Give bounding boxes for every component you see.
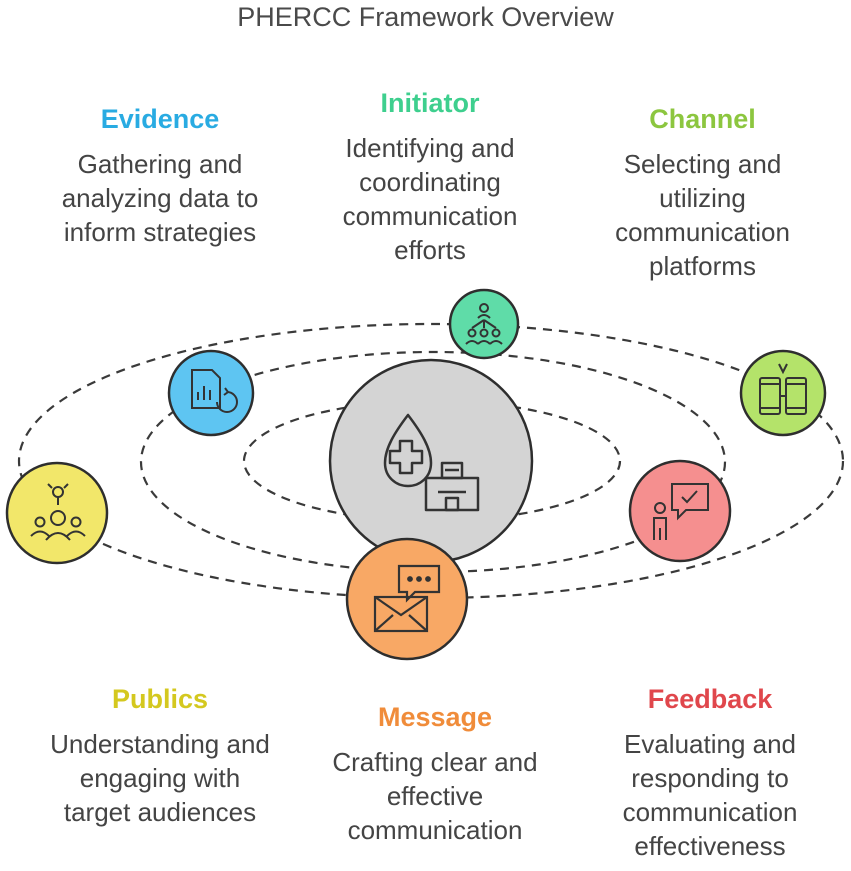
orbits (17, 322, 845, 600)
message-heading: Message (377, 702, 493, 732)
middle-orbit (139, 350, 727, 574)
initiator-desc-line: Identifying and (345, 133, 515, 163)
feedback-desc-line: effectiveness (634, 831, 786, 861)
feedback-node (628, 459, 732, 563)
center-node (328, 358, 534, 564)
publics-desc-line: Understanding and (50, 729, 270, 759)
publics-description: Understanding and engaging with target a… (30, 727, 290, 829)
message-block: Message Crafting clear and effective com… (305, 702, 565, 847)
evidence-desc-line: inform strategies (63, 217, 257, 247)
feedback-description: Evaluating and responding to communicati… (590, 727, 830, 863)
initiator-node (448, 288, 520, 360)
publics-desc-line: target audiences (63, 797, 257, 827)
envelope-chat-icon (373, 564, 441, 633)
initiator-desc-line: efforts (394, 235, 466, 265)
channel-description: Selecting and utilizing communication pl… (585, 147, 820, 283)
message-desc-line: effective (386, 781, 484, 811)
outer-orbit (17, 322, 845, 600)
message-description: Crafting clear and effective communicati… (305, 745, 565, 847)
channel-desc-line: Selecting and (623, 149, 782, 179)
diagram-title: PHERCC Framework Overview (237, 2, 614, 32)
initiator-desc-line: communication (342, 201, 518, 231)
feedback-desc-line: responding to (631, 763, 789, 793)
feedback-heading: Feedback (647, 684, 773, 714)
team-lead-icon (465, 303, 503, 345)
initiator-description: Identifying and coordinating communicati… (300, 131, 560, 267)
channel-desc-line: platforms (649, 251, 756, 281)
channel-desc-line: utilizing (659, 183, 746, 213)
message-desc-line: Crafting clear and (332, 747, 538, 777)
message-desc-line: communication (347, 815, 523, 845)
person-feedback-icon (653, 483, 709, 540)
evidence-node (167, 349, 255, 437)
evidence-desc-line: Gathering and (77, 149, 243, 179)
initiator-block: Initiator Identifying and coordinating c… (300, 88, 560, 267)
public-health-icon (383, 413, 480, 512)
initiator-heading: Initiator (380, 88, 480, 118)
publics-desc-line: engaging with (79, 763, 241, 793)
audience-icon (30, 483, 86, 541)
channel-block: Channel Selecting and utilizing communic… (585, 104, 820, 283)
feedback-desc-line: communication (622, 797, 798, 827)
publics-block: Publics Understanding and engaging with … (30, 684, 290, 829)
channel-node (739, 349, 827, 437)
evidence-desc-line: analyzing data to (61, 183, 259, 213)
evidence-block: Evidence Gathering and analyzing data to… (35, 104, 285, 249)
publics-heading: Publics (111, 684, 209, 714)
evidence-heading: Evidence (100, 104, 220, 134)
channel-desc-line: communication (615, 217, 790, 247)
report-refresh-icon (191, 369, 238, 413)
initiator-desc-line: coordinating (359, 167, 501, 197)
message-node (345, 537, 469, 661)
channel-heading: Channel (649, 104, 756, 134)
inner-orbit (242, 399, 622, 523)
feedback-desc-line: Evaluating and (623, 729, 797, 759)
devices-icon (759, 363, 807, 415)
feedback-block: Feedback Evaluating and responding to co… (590, 684, 830, 863)
publics-node (5, 461, 109, 565)
evidence-description: Gathering and analyzing data to inform s… (35, 147, 285, 249)
